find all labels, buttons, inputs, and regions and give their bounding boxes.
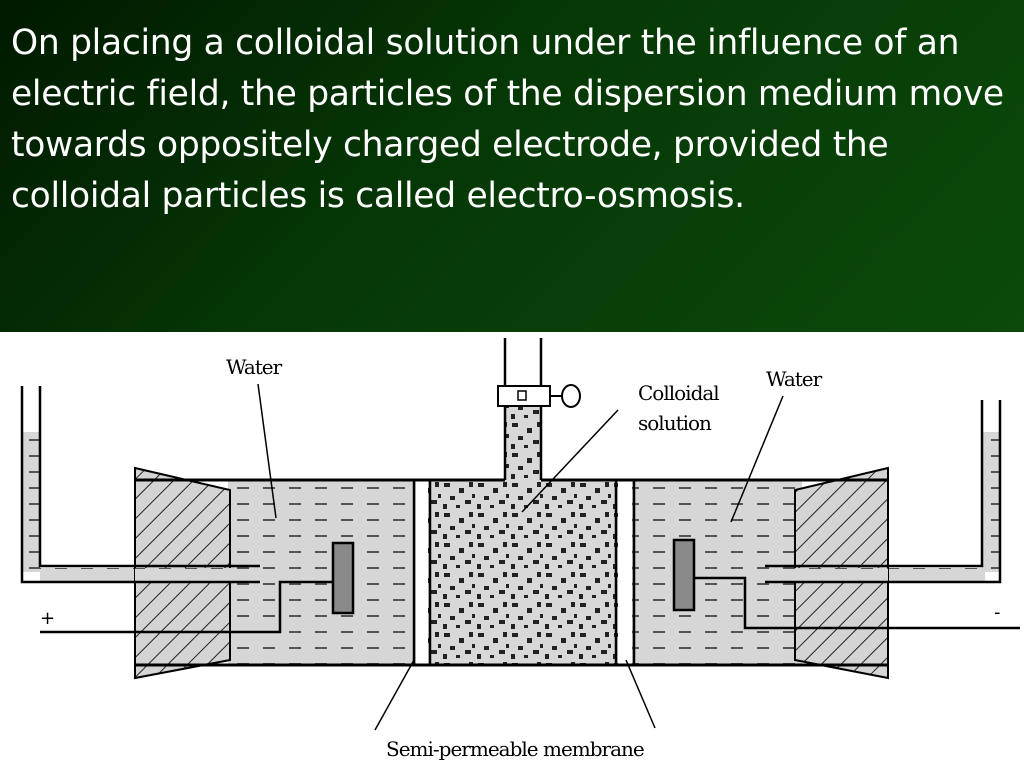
left-wire	[40, 580, 333, 634]
slide-header: On placing a colloidal solution under th…	[0, 0, 1024, 332]
colloid-leader	[521, 409, 619, 513]
left-electrode	[331, 541, 355, 615]
right-wire	[694, 576, 1020, 630]
electro-osmosis-diagram: Water Water Colloidal solution Semi-perm…	[20, 338, 1020, 761]
right-membrane	[614, 480, 636, 665]
left-membrane	[412, 480, 432, 665]
colloidal-label: Colloidal	[638, 381, 719, 405]
right-tube	[765, 400, 1002, 584]
stopcock	[497, 384, 581, 408]
colloid-chamber	[428, 480, 618, 665]
membrane-label: Semi-permeable membrane	[386, 737, 644, 761]
right-electrode	[672, 538, 696, 612]
water-right-leader	[730, 395, 784, 523]
solution-label: solution	[638, 411, 712, 435]
inlet-tube	[505, 405, 541, 485]
water-left-leader	[257, 383, 277, 519]
membrane-leader-left	[374, 659, 415, 731]
membrane-leader-right	[625, 659, 656, 729]
negative-terminal-label: -	[994, 602, 1001, 623]
water-left-label: Water	[226, 355, 283, 379]
slide-text: On placing a colloidal solution under th…	[11, 23, 1004, 216]
water-right-label: Water	[766, 367, 823, 391]
positive-terminal-label: +	[40, 608, 55, 629]
